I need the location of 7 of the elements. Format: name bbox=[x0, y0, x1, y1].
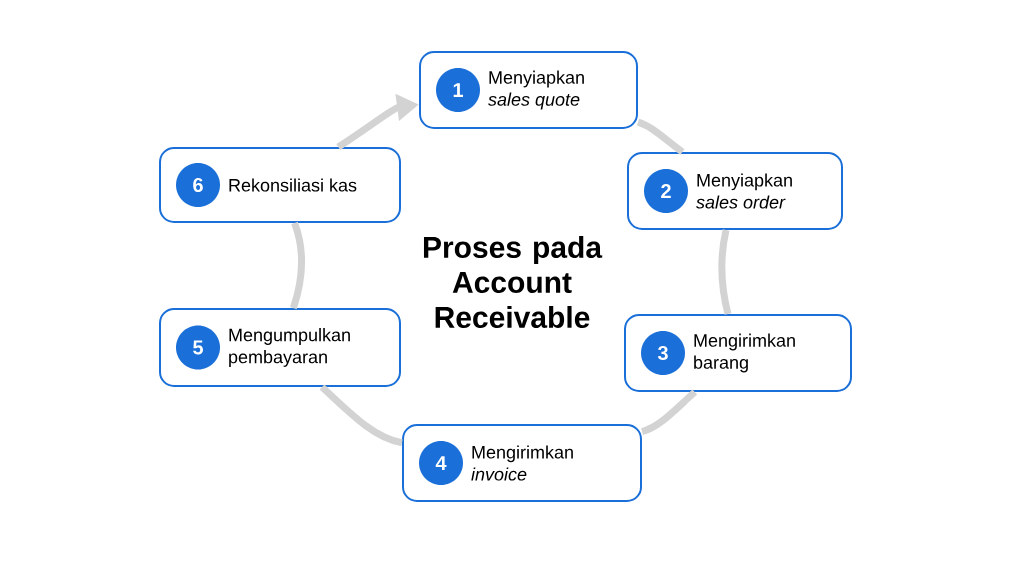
number-badge: 4 bbox=[419, 441, 463, 485]
number-badge: 2 bbox=[644, 169, 688, 213]
number-badge: 5 bbox=[176, 325, 220, 370]
number-badge: 1 bbox=[436, 68, 480, 112]
number-badge: 3 bbox=[641, 331, 685, 375]
title: Proses pada Account Receivable bbox=[423, 236, 603, 328]
number-badge: 6 bbox=[176, 163, 220, 207]
